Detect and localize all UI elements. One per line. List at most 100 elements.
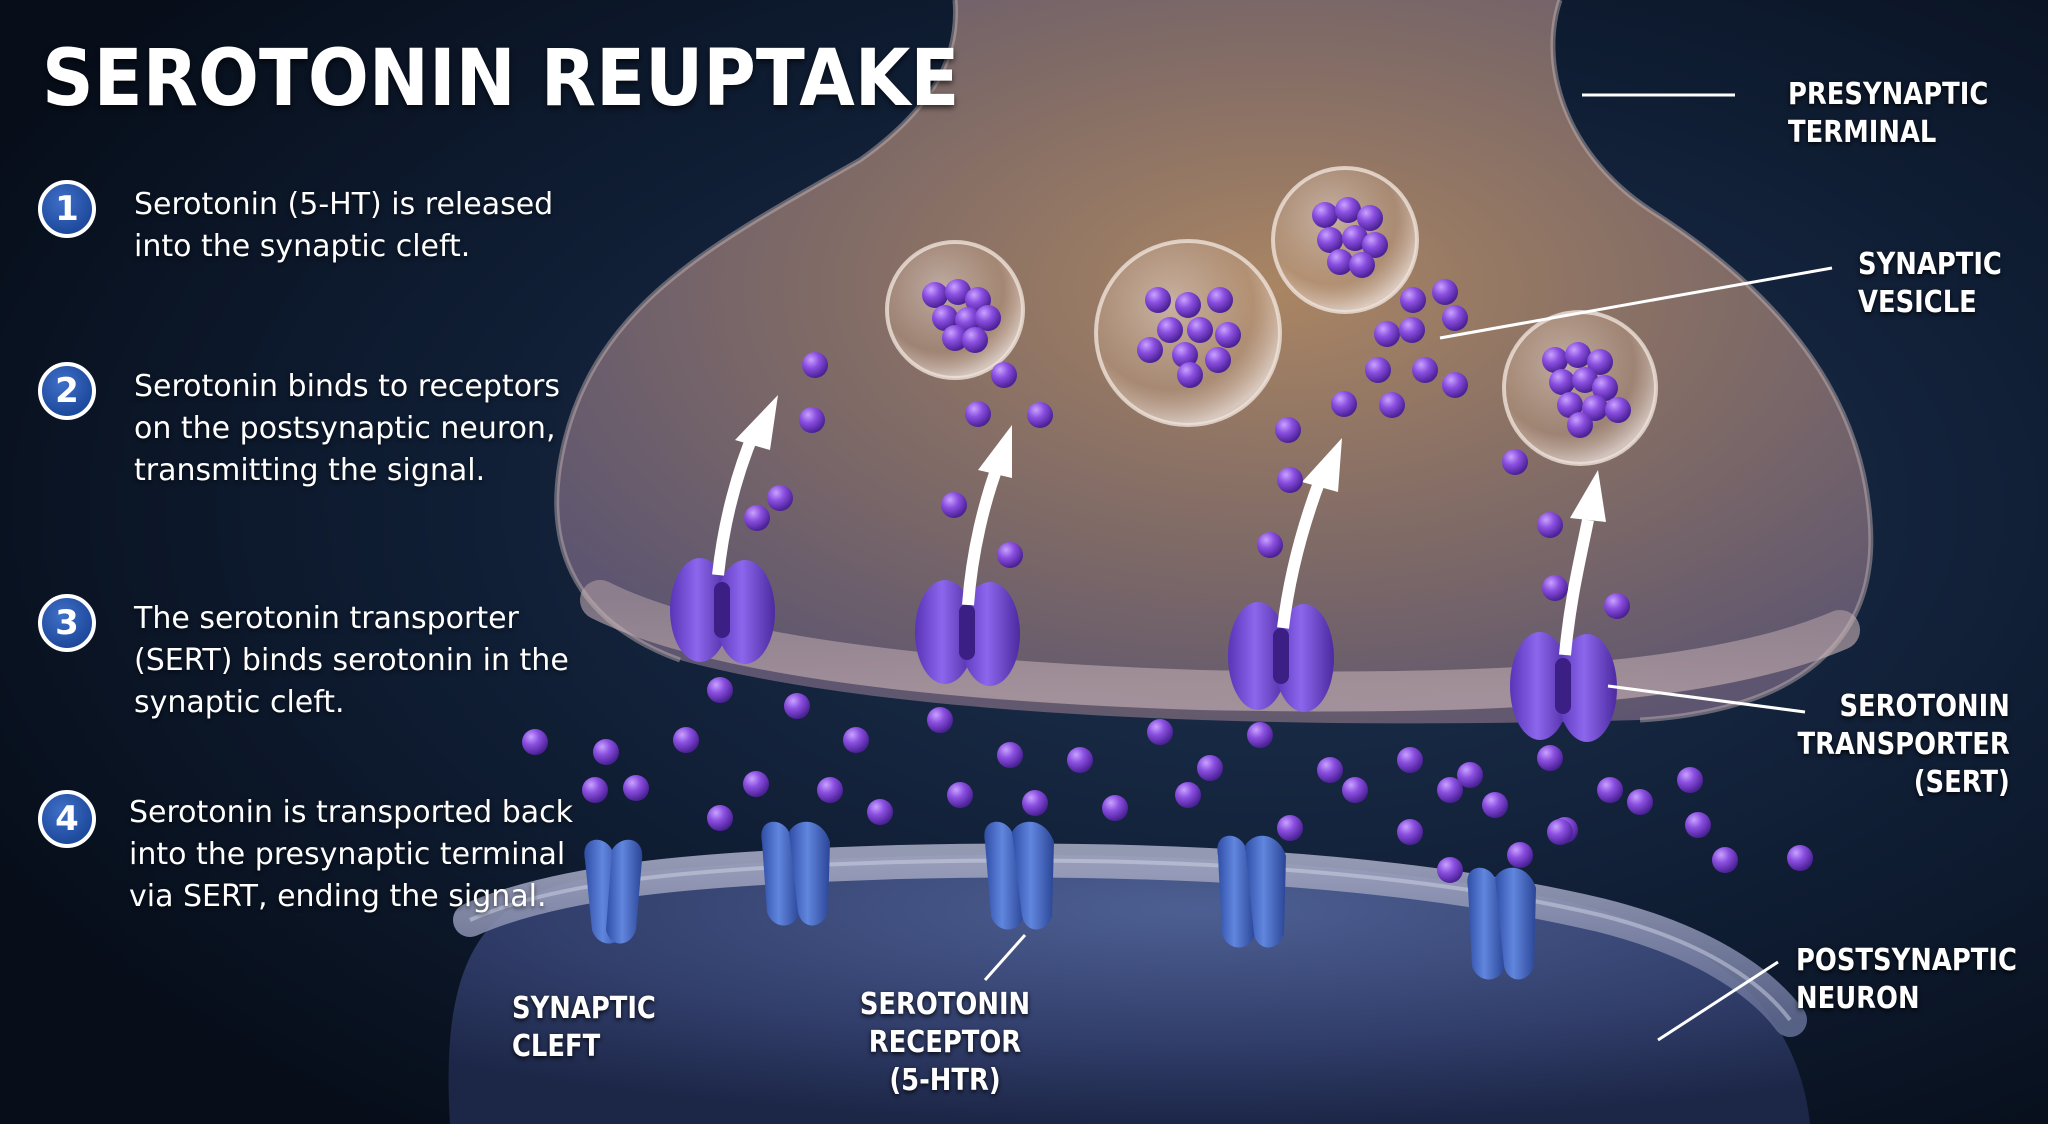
serotonin-molecule [593,739,619,765]
step-text: Serotonin binds to receptors on the post… [134,369,561,488]
serotonin-molecule [1277,815,1303,841]
serotonin-molecule [1397,819,1423,845]
leader-line-vesicle [1439,266,1833,340]
serotonin-molecule [922,282,948,308]
serotonin-molecule [843,727,869,753]
serotonin-molecule [1432,279,1458,305]
serotonin-molecule [1457,762,1483,788]
serotonin-molecule [1565,342,1591,368]
step-number-badge: 3 [38,594,96,652]
serotonin-molecule [1582,395,1608,421]
serotonin-molecule [1537,745,1563,771]
serotonin-molecule [582,777,608,803]
serotonin-receptor [984,821,1054,930]
serotonin-molecule [1327,249,1353,275]
serotonin-molecule [965,401,991,427]
serotonin-molecule [817,777,843,803]
serotonin-molecule [1335,197,1361,223]
serotonin-molecule [1207,287,1233,313]
serotonin-receptor [761,821,830,926]
reuptake-arrow [1277,438,1342,629]
label-serotonin-receptor: SEROTONIN RECEPTOR (5-HTR) [859,987,1031,1098]
serotonin-molecule [1597,777,1623,803]
serotonin-molecule [947,782,973,808]
serotonin-molecules [522,197,1813,883]
serotonin-molecule [1102,795,1128,821]
serotonin-molecule [1362,232,1388,258]
serotonin-molecule [1627,789,1653,815]
serotonin-molecule [673,727,699,753]
serotonin-molecule [1787,845,1813,871]
serotonin-molecule [1157,317,1183,343]
serotonin-molecule [1342,777,1368,803]
serotonin-molecule [1507,842,1533,868]
reuptake-arrow [962,425,1012,606]
serotonin-molecule [1215,322,1241,348]
serotonin-molecule [962,327,988,353]
serotonin-receptor [584,839,643,944]
step-number-badge: 4 [38,790,96,848]
serotonin-receptors [584,821,1536,980]
serotonin-molecule [1205,347,1231,373]
label-serotonin-transporter: SEROTONIN TRANSPORTER (SERT) [1797,689,2010,800]
serotonin-molecule [1145,287,1171,313]
serotonin-molecule [802,352,828,378]
serotonin-transporter [915,580,1020,686]
step-text: Serotonin (5-HT) is released into the sy… [134,187,554,264]
serotonin-molecule [1067,747,1093,773]
serotonin-molecule [744,505,770,531]
serotonin-molecule [1349,252,1375,278]
serotonin-molecule [1437,857,1463,883]
serotonin-molecule [1331,391,1357,417]
serotonin-molecule [1549,369,1575,395]
serotonin-molecule [1175,292,1201,318]
label-postsynaptic-neuron: POSTSYNAPTIC NEURON [1796,943,2017,1016]
serotonin-molecule [522,729,548,755]
serotonin-molecule [1557,392,1583,418]
reuptake-arrow [712,395,778,576]
label-synaptic-cleft: SYNAPTIC CLEFT [512,991,656,1064]
serotonin-molecule [1175,782,1201,808]
serotonin-molecule [867,799,893,825]
serotonin-molecule [1685,812,1711,838]
serotonin-molecule [1172,342,1198,368]
serotonin-molecule [1187,317,1213,343]
serotonin-molecule [1342,225,1368,251]
page-title: SEROTONIN REUPTAKE [42,34,960,124]
reuptake-arrow [1559,470,1606,656]
serotonin-molecule [1379,392,1405,418]
serotonin-transporters [670,558,1617,742]
serotonin-molecule [767,485,793,511]
serotonin-molecule [945,279,971,305]
serotonin-molecule [623,775,649,801]
serotonin-molecule [942,325,968,351]
leader-line-transporter [1607,684,1806,714]
serotonin-molecule [1257,532,1283,558]
serotonin-molecule [927,707,953,733]
step-text: Serotonin is transported back into the p… [129,795,573,914]
serotonin-molecule [1712,847,1738,873]
serotonin-molecule [1147,719,1173,745]
serotonin-molecule [1365,357,1391,383]
serotonin-molecule [997,542,1023,568]
reuptake-arrows [712,395,1606,656]
serotonin-molecule [1312,202,1338,228]
step-number-badge: 1 [38,180,96,238]
serotonin-molecule [1542,347,1568,373]
label-synaptic-vesicle: SYNAPTIC VESICLE [1858,247,2002,320]
serotonin-molecule [1587,349,1613,375]
serotonin-molecule [1542,575,1568,601]
step-text: The serotonin transporter (SERT) binds s… [134,601,569,720]
serotonin-molecule [743,771,769,797]
serotonin-molecule [1605,397,1631,423]
serotonin-molecule [1275,417,1301,443]
serotonin-molecule [1027,402,1053,428]
leader-line-postsynaptic [1657,960,1779,1042]
serotonin-molecule [1177,362,1203,388]
serotonin-transporter [1228,602,1334,712]
serotonin-molecule [784,693,810,719]
step-number-badge: 2 [38,362,96,420]
serotonin-molecule [1482,792,1508,818]
serotonin-molecule [1604,593,1630,619]
serotonin-molecule [1247,722,1273,748]
